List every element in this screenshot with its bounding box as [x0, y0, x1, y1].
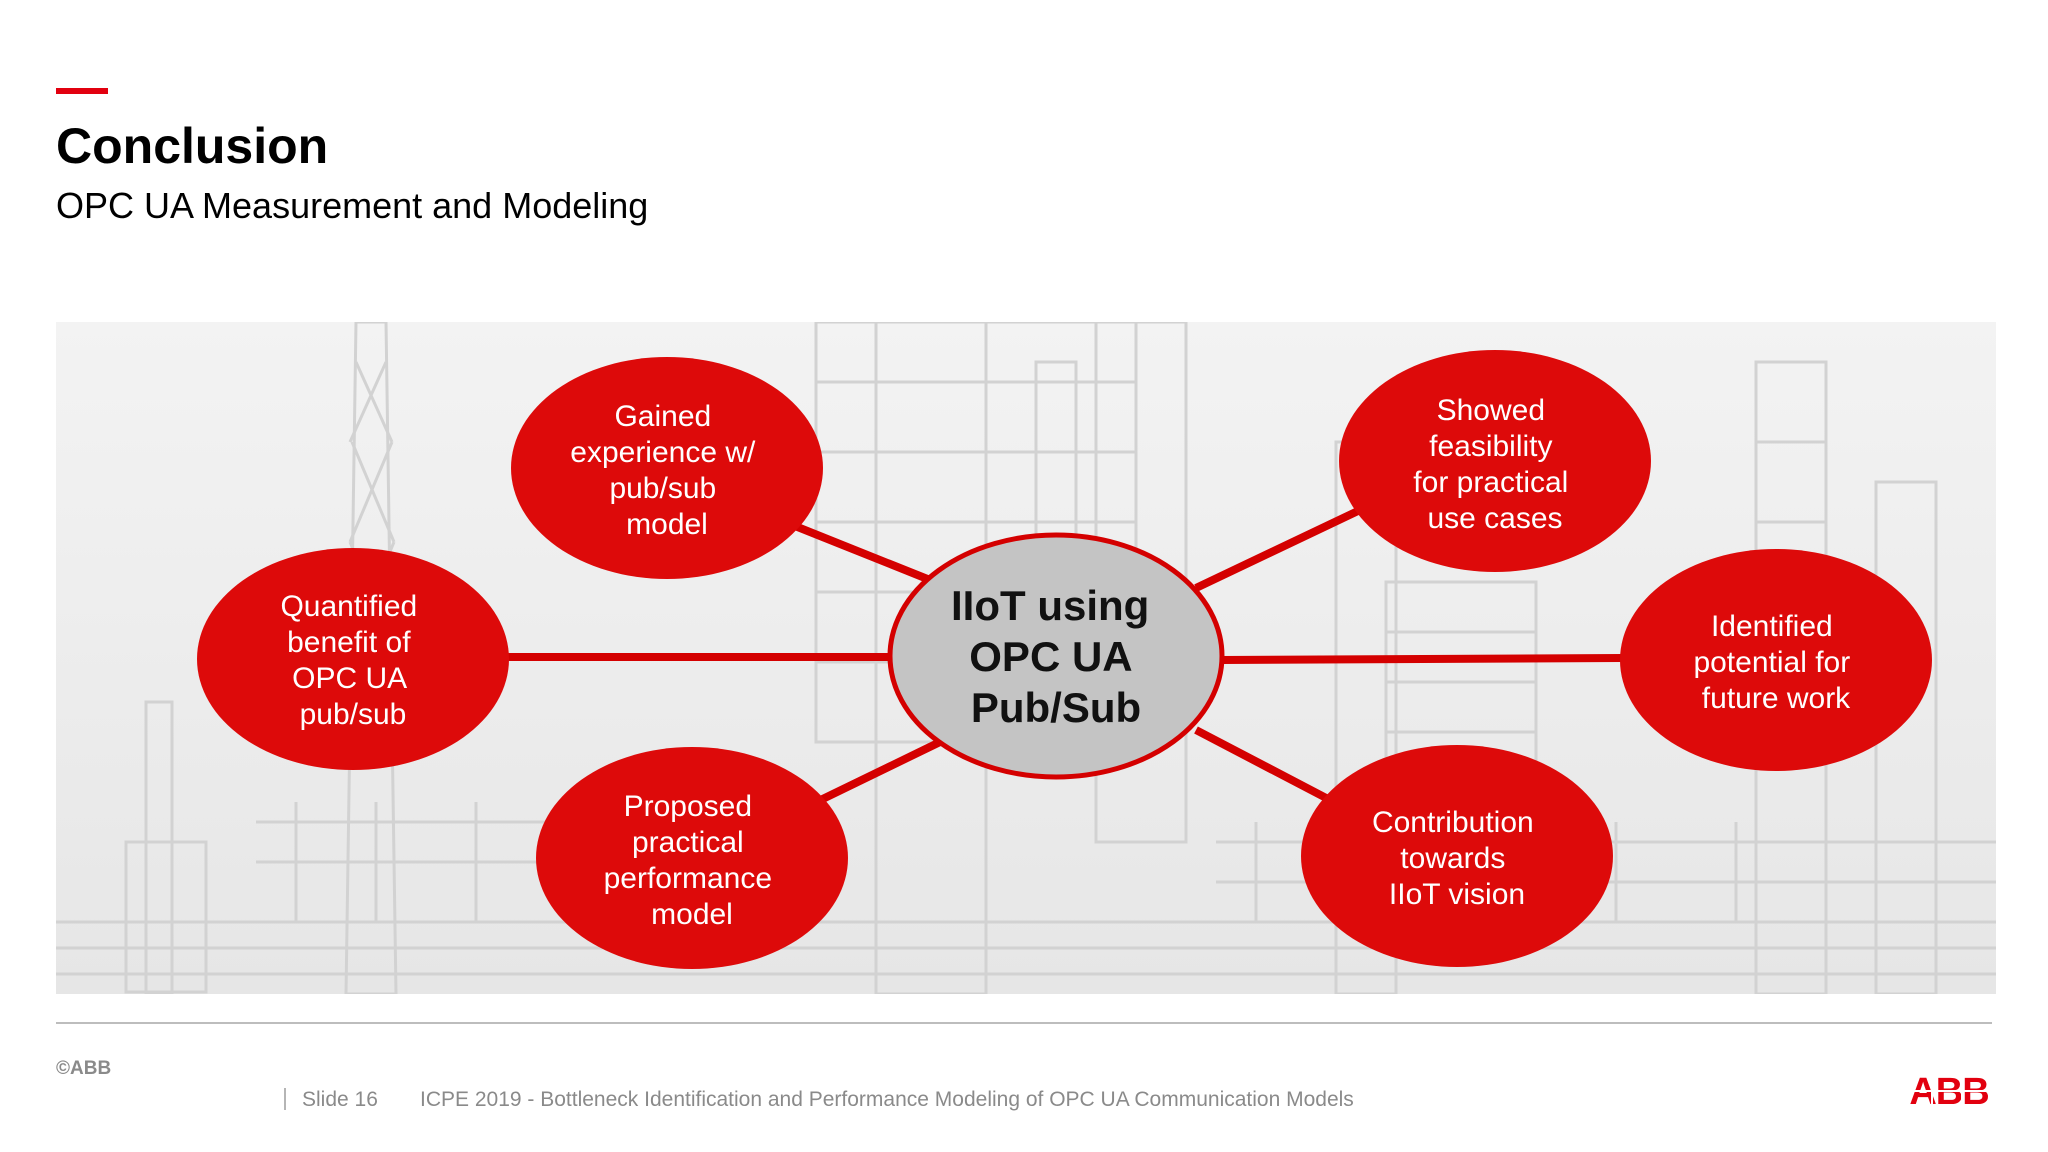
node-quantified-benefit-line-4: pub/sub	[300, 698, 407, 731]
node-showed-feasibility-line-4: use cases	[1427, 502, 1562, 535]
svg-text:Identified potential for: Identified potential for future work	[1693, 610, 1858, 715]
node-quantified-benefit	[197, 548, 509, 770]
slide-title: Conclusion	[56, 118, 329, 174]
node-identified-potential-line-3: future work	[1702, 682, 1851, 715]
svg-text:Showed feasibility for: Showed feasibility for practical use cas…	[1413, 394, 1576, 535]
node-identified-potential	[1620, 549, 1932, 771]
connector-gained-experience	[778, 516, 932, 584]
node-contribution-line-3: IIoT vision	[1389, 878, 1525, 911]
node-contribution-line-2: towards	[1400, 842, 1505, 875]
node-gained-experience-line-4: model	[626, 508, 708, 541]
node-quantified-benefit-line-1: Quantified	[280, 590, 417, 623]
node-identified-potential-line-2: potential for	[1693, 646, 1850, 679]
node-showed-feasibility-line-1: Showed	[1437, 394, 1545, 427]
slide-number: Slide 16	[302, 1088, 378, 1111]
svg-text:Quantified benefit of: Quantified benefit of OPC UA pub/sub	[280, 590, 425, 731]
node-gained-experience-line-2: experience w/	[570, 436, 756, 469]
hub-label-line-1: IIoT using	[951, 582, 1149, 629]
node-contribution	[1301, 745, 1613, 967]
hub-iiot-opc-ua-pubsub	[887, 532, 1225, 780]
svg-text:IIoT using OPC UA Pub/: IIoT using OPC UA Pub/Sub	[951, 582, 1161, 731]
svg-text:Proposed practical per: Proposed practical performance model	[604, 790, 781, 931]
node-proposed-model-line-3: performance	[604, 862, 772, 895]
node-quantified-benefit-line-3: OPC UA	[292, 662, 407, 695]
node-showed-feasibility-line-2: feasibility	[1429, 430, 1552, 463]
abb-logo: ABB	[1904, 1072, 1994, 1110]
slide-subtitle: OPC UA Measurement and Modeling	[56, 185, 649, 226]
connector-contribution	[1194, 726, 1332, 804]
node-showed-feasibility	[1339, 350, 1651, 572]
footer-divider	[56, 1022, 1992, 1024]
node-contribution-line-1: Contribution	[1372, 806, 1534, 839]
node-proposed-model	[536, 747, 848, 969]
node-gained-experience-line-3: pub/sub	[609, 472, 716, 505]
svg-text:Contribution towards I: Contribution towards IIoT vision	[1372, 806, 1542, 911]
svg-text:Gained experience w/ p: Gained experience w/ pub/sub model	[570, 400, 763, 541]
hub-label-line-2: OPC UA	[969, 633, 1132, 680]
title-accent-bar	[56, 88, 108, 94]
node-proposed-model-line-4: model	[651, 898, 733, 931]
connector-showed-feasibility	[1194, 506, 1362, 592]
copyright-notice: ©ABB	[56, 1058, 112, 1079]
node-proposed-model-line-2: practical	[632, 826, 744, 859]
node-showed-feasibility-line-3: for practical	[1413, 466, 1568, 499]
footer-separator	[284, 1088, 286, 1110]
node-gained-experience	[511, 357, 823, 579]
node-proposed-model-line-1: Proposed	[624, 790, 752, 823]
connector-identified-potential	[1221, 654, 1623, 664]
hub-label-line-3: Pub/Sub	[971, 684, 1141, 731]
node-quantified-benefit-line-2: benefit of	[287, 626, 411, 659]
footer-presentation-title: ICPE 2019 - Bottleneck Identification an…	[420, 1088, 1354, 1111]
node-gained-experience-line-1: Gained	[614, 400, 711, 433]
node-identified-potential-line-1: Identified	[1711, 610, 1833, 643]
